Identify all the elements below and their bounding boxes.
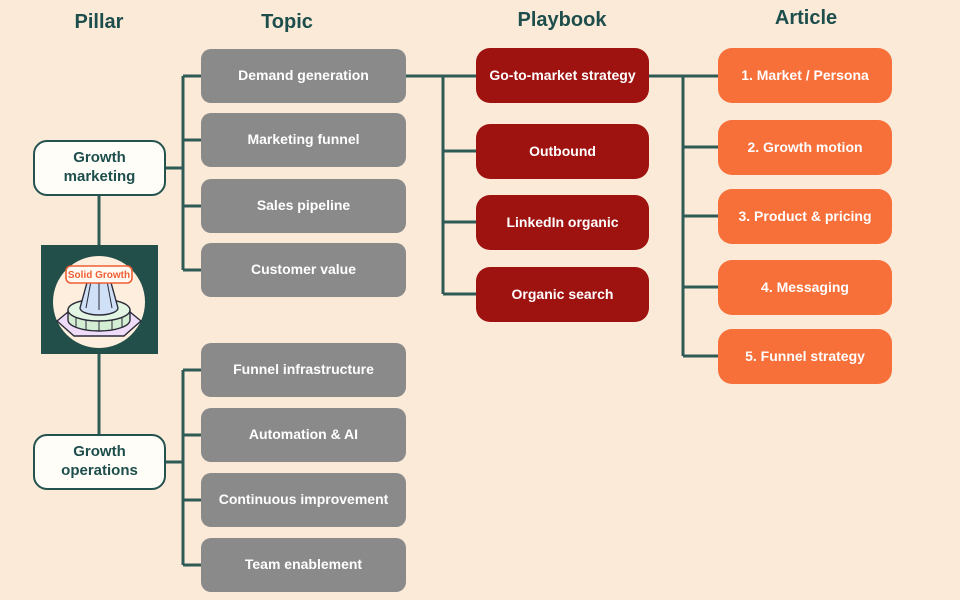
connector-marketing-topics [164, 74, 201, 272]
solid-growth-logo: Solid Growth [41, 245, 158, 354]
topic-continuous-improvement: Continuous improvement [201, 473, 406, 527]
logo-badge: Solid Growth [65, 265, 133, 284]
playbook-linkedin-organic: LinkedIn organic [476, 195, 649, 250]
playbook-organic-search: Organic search [476, 267, 649, 322]
topic-customer-value: Customer value [201, 243, 406, 297]
topic-sales-pipeline: Sales pipeline [201, 179, 406, 233]
column-header-topic: Topic [261, 11, 313, 33]
pillar-growth-operations: Growth operations [33, 434, 166, 490]
column-header-article: Article [774, 7, 838, 29]
playbook-go-to-market-strategy: Go-to-market strategy [476, 48, 649, 103]
article-messaging: 4. Messaging [718, 260, 892, 315]
connector-playbook-articles [649, 74, 718, 358]
topic-marketing-funnel: Marketing funnel [201, 113, 406, 167]
logo-badge-label: Solid Growth [68, 270, 130, 281]
topic-team-enablement: Team enablement [201, 538, 406, 592]
column-header-playbook: Playbook [517, 9, 607, 31]
connector-operations-topics [166, 368, 201, 567]
playbook-outbound: Outbound [476, 124, 649, 179]
article-product-pricing: 3. Product & pricing [718, 189, 892, 244]
column-header-pillar: Pillar [74, 11, 124, 33]
article-market-persona: 1. Market / Persona [718, 48, 892, 103]
topic-demand-generation: Demand generation [201, 49, 406, 103]
connector-topic-playbooks [406, 74, 476, 296]
logo-building-illustration [56, 274, 142, 337]
article-funnel-strategy: 5. Funnel strategy [718, 329, 892, 384]
pillar-growth-marketing: Growth marketing [33, 140, 166, 196]
topic-funnel-infrastructure: Funnel infrastructure [201, 343, 406, 397]
topic-automation-ai: Automation & AI [201, 408, 406, 462]
article-growth-motion: 2. Growth motion [718, 120, 892, 175]
